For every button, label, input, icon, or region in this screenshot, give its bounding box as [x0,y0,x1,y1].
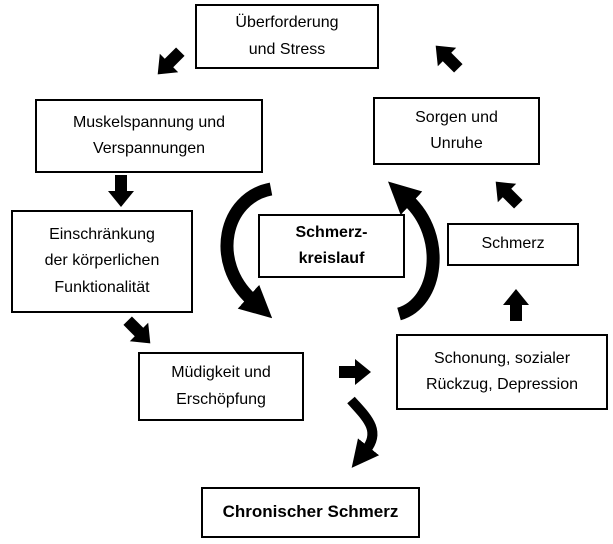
node-chronischer-schmerz: Chronischer Schmerz [201,487,420,538]
node-muedigkeit-und-erschoepfung: Müdigkeit und Erschöpfung [138,352,304,421]
arrow-muedigkeit-to-schonung [339,359,371,385]
arrow-cycle-to-chronischer-schmerz [347,396,380,468]
arrow-stress-to-muskelspannung [148,42,190,84]
node-muskelspannung-und-verspannungen: Muskelspannung und Verspannungen [35,99,263,173]
node-schonung-sozialer-rueckzug-depression: Schonung, sozialer Rückzug, Depression [396,334,608,410]
node-sorgen-und-unruhe: Sorgen und Unruhe [373,97,540,165]
arrow-muskelspannung-to-einschraenkung [108,175,134,207]
arrow-schmerz-to-sorgen [486,172,528,214]
arrow-einschraenkung-to-muedigkeit [118,311,160,353]
arrow-schonung-to-schmerz [503,289,529,321]
arrow-sorgen-to-stress [426,36,468,78]
node-einschraenkung-der-koerperlichen-funktionalitaet: Einschränkung der körperlichen Funktiona… [11,210,193,313]
cycle-arc-left-arrow [220,182,273,319]
node-schmerz: Schmerz [447,223,579,266]
node-schmerzkreislauf-center: Schmerz- kreislauf [258,214,405,278]
cycle-arc-right-arrow [388,181,440,321]
node-ueberforderung-und-stress: Überforderung und Stress [195,4,379,69]
